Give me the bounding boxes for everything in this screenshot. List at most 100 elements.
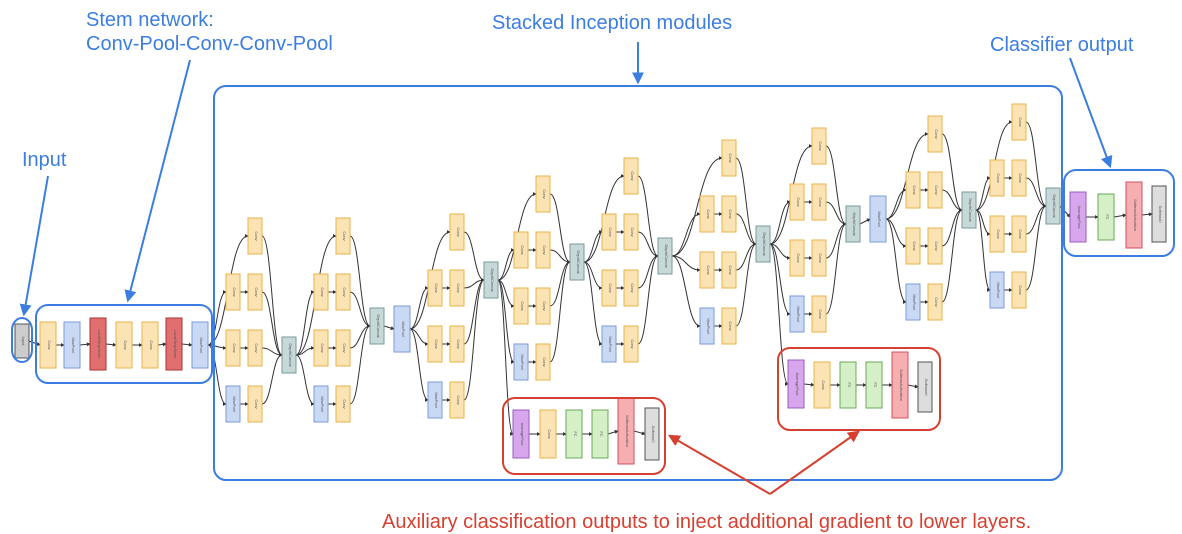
inception-7-conv-reduce-a: Conv xyxy=(789,183,805,221)
inception-4-conv-reduce-b: Conv xyxy=(513,287,529,325)
inception-5-conv-reduce-a: Conv xyxy=(601,213,617,251)
svg-text:Conv: Conv xyxy=(520,245,525,254)
inception-9-conv-proj: Conv xyxy=(1011,271,1027,309)
layer-connection xyxy=(735,242,757,327)
svg-text:Conv: Conv xyxy=(821,380,826,389)
stacked-inception-label: Stacked Inception modules xyxy=(492,12,733,34)
svg-text:Conv: Conv xyxy=(1018,229,1023,238)
inception-9-conv-reduce-b: Conv xyxy=(989,215,1005,253)
svg-text:Softmax0: Softmax0 xyxy=(924,379,929,397)
classifier-output-label: Classifier output xyxy=(990,34,1134,56)
layer-connection xyxy=(79,342,91,347)
svg-text:Conv: Conv xyxy=(254,287,259,296)
layer-connection xyxy=(207,290,227,346)
layer-connection xyxy=(583,230,603,263)
inception-7-conv-3x3: Conv xyxy=(811,183,827,221)
layer-connection xyxy=(1025,204,1047,235)
inception-4-conv-5x5: Conv xyxy=(535,287,551,325)
svg-text:Conv: Conv xyxy=(728,321,733,330)
inception-6-conv-proj: Conv xyxy=(721,307,737,345)
svg-text:Conv: Conv xyxy=(934,129,939,138)
svg-text:Input: Input xyxy=(21,337,26,347)
svg-text:Conv: Conv xyxy=(996,173,1001,182)
layer-connection xyxy=(583,261,603,346)
svg-text:LocalRespNorm: LocalRespNorm xyxy=(97,330,102,359)
inception-7-conv-5x5: Conv xyxy=(811,239,827,277)
inception-9-conv-1x1: Conv xyxy=(1011,103,1027,141)
inception-6-conv-reduce-a: Conv xyxy=(699,195,715,233)
svg-text:Conv: Conv xyxy=(149,340,154,349)
svg-text:AveragePool: AveragePool xyxy=(1077,206,1082,229)
svg-text:MaxPool: MaxPool xyxy=(71,337,76,353)
svg-text:DepthConcat: DepthConcat xyxy=(376,314,381,338)
stacked-maxpool-2: MaxPool xyxy=(869,195,887,243)
layer-connection xyxy=(409,286,429,330)
aux-classifier-1-frame xyxy=(502,397,666,475)
svg-text:FC: FC xyxy=(599,431,604,436)
svg-text:Conv: Conv xyxy=(630,283,635,292)
svg-text:Conv: Conv xyxy=(728,153,733,162)
svg-text:Conv: Conv xyxy=(254,343,259,352)
classifier-softmaxactivation: SoftmaxActivation xyxy=(1125,181,1143,249)
svg-text:DepthConcat: DepthConcat xyxy=(288,343,293,367)
layer-connection xyxy=(825,222,847,259)
svg-text:Conv: Conv xyxy=(434,283,439,292)
svg-text:MaxPool: MaxPool xyxy=(608,336,613,352)
inception-9-conv-3x3: Conv xyxy=(1011,159,1027,197)
inception-5-conv-5x5: Conv xyxy=(623,269,639,307)
layer-connection xyxy=(637,254,659,289)
aux1-softmax: Softmax0 xyxy=(644,407,660,461)
classifier-output-frame xyxy=(1063,169,1175,257)
inception-4-conv-1x1: Conv xyxy=(535,175,551,213)
layer-connection xyxy=(261,291,283,357)
svg-text:Conv: Conv xyxy=(728,209,733,218)
svg-text:Conv: Conv xyxy=(254,399,259,408)
inception-8-conv-1x1: Conv xyxy=(927,115,943,153)
svg-text:FC: FC xyxy=(1105,214,1110,219)
inception-3-conv-3x3: Conv xyxy=(449,269,465,307)
svg-text:Conv: Conv xyxy=(934,185,939,194)
svg-text:Conv: Conv xyxy=(542,357,547,366)
inception-1-conv-proj: Conv xyxy=(247,385,263,423)
layer-connection xyxy=(409,328,429,402)
layer-connection xyxy=(157,342,167,347)
inception-8-maxpool: MaxPool xyxy=(905,283,921,321)
aux2-softmaxactivation: SoftmaxActivation xyxy=(891,351,909,419)
inception-2-conv-3x3: Conv xyxy=(335,273,351,311)
layer-connection xyxy=(941,208,963,303)
aux1-conv: Conv xyxy=(539,409,557,459)
inception-8-conv-3x3: Conv xyxy=(927,171,943,209)
layer-connection xyxy=(383,325,395,330)
layer-connection xyxy=(1025,204,1047,291)
svg-text:Conv: Conv xyxy=(542,245,547,254)
layer-connection xyxy=(1025,121,1047,208)
inception-6-depthconcat: DepthConcat xyxy=(755,225,771,263)
aux-classifier-2-frame xyxy=(777,347,941,431)
layer-connection xyxy=(633,430,646,436)
layer-connection xyxy=(637,254,659,345)
inception-2-conv-reduce-b: Conv xyxy=(313,329,329,367)
inception-5-maxpool: MaxPool xyxy=(601,325,617,363)
aux2-softmax: Softmax0 xyxy=(917,361,933,413)
layer-connection xyxy=(207,344,227,406)
layer-connection xyxy=(261,235,283,357)
svg-text:Conv: Conv xyxy=(1018,285,1023,294)
inception-7-depthconcat: DepthConcat xyxy=(845,205,861,243)
svg-text:Conv: Conv xyxy=(542,301,547,310)
layer-connection xyxy=(349,235,371,328)
layer-connection xyxy=(295,354,315,406)
inception-2-conv-5x5: Conv xyxy=(335,329,351,367)
stacked-maxpool-1: MaxPool xyxy=(393,305,411,353)
inception-6-conv-reduce-b: Conv xyxy=(699,251,715,289)
inception-6-conv-1x1: Conv xyxy=(721,139,737,177)
stem-label-line2: Conv-Pool-Conv-Conv-Pool xyxy=(86,33,333,55)
inception-7-conv-reduce-b: Conv xyxy=(789,239,805,277)
layer-connection xyxy=(295,290,315,356)
svg-text:MaxPool: MaxPool xyxy=(320,396,325,412)
svg-text:Conv: Conv xyxy=(456,395,461,404)
svg-text:Conv: Conv xyxy=(818,197,823,206)
svg-text:Conv: Conv xyxy=(47,340,52,349)
stem-pool-1: MaxPool xyxy=(63,321,81,369)
svg-text:Conv: Conv xyxy=(342,287,347,296)
